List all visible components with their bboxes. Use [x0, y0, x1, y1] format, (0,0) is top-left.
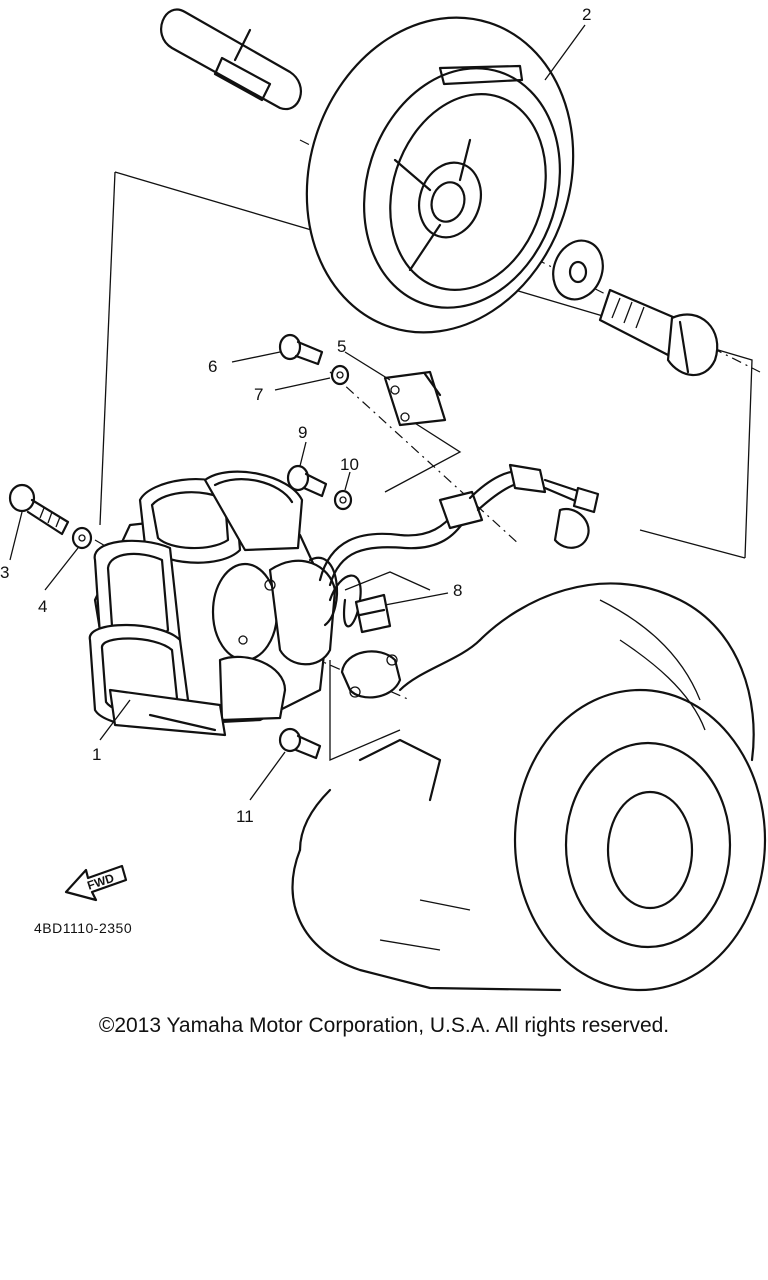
rotor-nut-bolt-part [598, 288, 719, 377]
screw-part-11 [278, 727, 322, 760]
callout-5: 5 [337, 337, 346, 356]
callout-9: 9 [298, 423, 307, 442]
callout-10: 10 [340, 455, 359, 474]
woodruff-key-part [160, 8, 302, 111]
pickup-coil [340, 650, 402, 699]
leader-lines [9, 24, 586, 801]
diagram-part-code: 4BD1110-2350 [34, 920, 132, 936]
flywheel-rotor-part [305, 16, 575, 334]
screw-part-9 [286, 464, 328, 498]
exploded-parts-diagram: 1 2 3 4 5 6 7 8 9 10 11 FWD 4BD1110-2350 [0, 5, 767, 992]
callout-3: 3 [0, 563, 9, 582]
callout-11: 11 [236, 807, 254, 826]
callout-8: 8 [453, 581, 462, 600]
callout-7: 7 [254, 385, 263, 404]
callout-6: 6 [208, 357, 217, 376]
washer-part-10 [333, 489, 353, 511]
callout-4: 4 [38, 597, 47, 616]
copyright-notice: ©2013 Yamaha Motor Corporation, U.S.A. A… [98, 1014, 670, 1037]
crankcase [291, 582, 767, 992]
washer-part-4 [71, 526, 93, 550]
callout-1: 1 [92, 745, 101, 764]
lead-clamp-part-8 [354, 593, 392, 634]
stator-assembly-part-1 [88, 470, 337, 737]
callout-2: 2 [582, 5, 591, 24]
washer-part-7 [330, 364, 350, 386]
screw-part-6 [278, 333, 324, 366]
forward-arrow-icon: FWD [64, 864, 128, 902]
pickup-coil-bracket-part-5 [383, 370, 447, 427]
rotor-washer-part [552, 239, 604, 301]
wire-harness [308, 463, 600, 628]
screw-part-3 [8, 483, 70, 536]
